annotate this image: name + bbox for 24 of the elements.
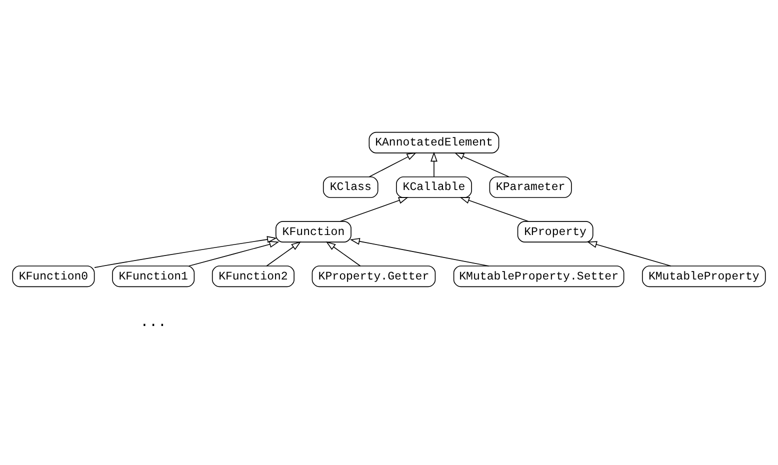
arrow [587,240,672,266]
arrow [94,236,277,268]
node-box: KMutableProperty.Setter [453,265,624,287]
node-box: KFunction2 [212,265,294,287]
node-box: KCallable [396,176,472,198]
arrow [368,152,417,177]
node-box: KClass [322,176,378,198]
node-box: KMutableProperty [642,265,766,287]
arrow [350,237,490,266]
arrow [460,196,529,222]
arrow [266,240,302,266]
node-box: KProperty [517,220,594,242]
arrow [454,152,510,177]
arrow [188,240,280,266]
node-box: KFunction1 [112,265,195,287]
arrow [340,196,408,222]
arrow [326,240,361,266]
arrow [430,151,438,177]
label: ... [140,314,167,330]
node-box: KParameter [489,176,572,198]
node-box: KFunction0 [12,265,95,287]
node-box: KFunction [276,220,352,242]
node-box: KProperty.Getter [312,265,436,287]
node-box: KAnnotatedElement [368,131,500,153]
